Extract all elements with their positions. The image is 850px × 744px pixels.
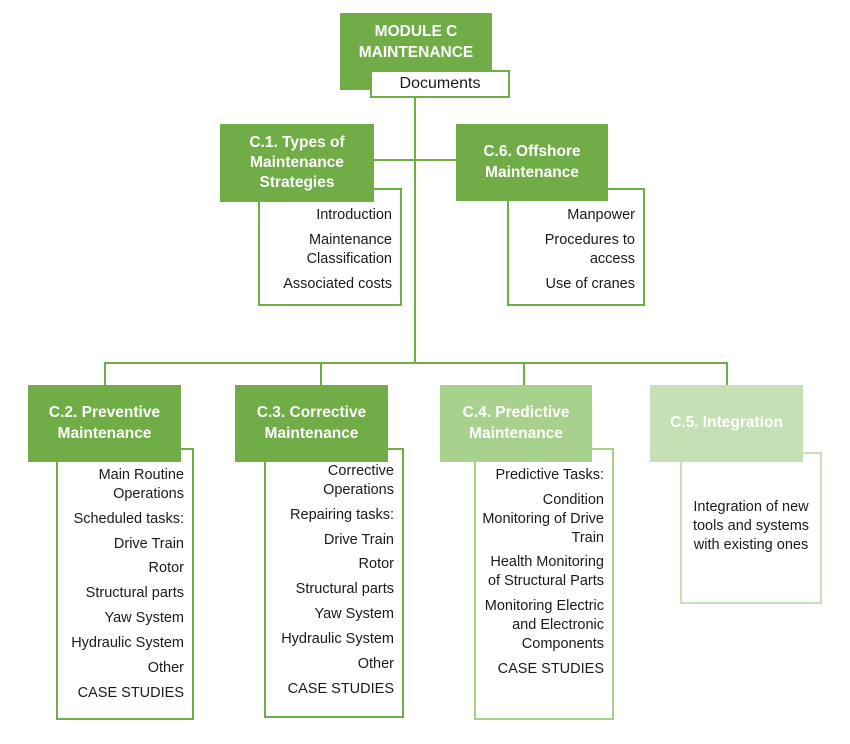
c6-title: C.6. Offshore Maintenance xyxy=(456,124,608,201)
c6-item-use-of-cranes: Use of cranes xyxy=(545,275,635,292)
c3-item-rotor: Rotor xyxy=(358,556,394,573)
c1-item-maintenance-classification: Maintenance Classification xyxy=(306,231,392,267)
c3-item-hydraulic-system: Hydraulic System xyxy=(281,630,394,647)
c2-content-box: Main Routine Operations Scheduled tasks:… xyxy=(56,448,194,720)
c4-item-health-monitoring: Health Monitoring of Structural Parts xyxy=(487,554,604,590)
c2-item-scheduled-tasks: Scheduled tasks: xyxy=(73,510,184,527)
c2-item-hydraulic-system: Hydraulic System xyxy=(71,634,184,651)
c3-item-case-studies: CASE STUDIES xyxy=(287,680,394,697)
c3-item-drive-train: Drive Train xyxy=(323,531,394,548)
connector-c3 xyxy=(320,362,322,386)
c6-content-box: Manpower Procedures to access Use of cra… xyxy=(507,188,645,306)
c4-item-monitoring-electric: Monitoring Electric and Electronic Compo… xyxy=(484,598,604,652)
c1-content-box: Introduction Maintenance Classification … xyxy=(258,188,402,306)
c2-item-case-studies: CASE STUDIES xyxy=(77,684,184,701)
c2-item-rotor: Rotor xyxy=(148,560,184,577)
c1-item-associated-costs: Associated costs xyxy=(283,275,392,292)
c2-title: C.2. Preventive Maintenance xyxy=(28,385,181,462)
c6-item-procedures-to-access: Procedures to access xyxy=(544,231,635,267)
connector-c4 xyxy=(523,362,525,386)
c4-item-predictive-tasks: Predictive Tasks: xyxy=(495,467,604,483)
c4-content-box: Predictive Tasks: Condition Monitoring o… xyxy=(474,448,614,720)
c3-item-yaw-system: Yaw System xyxy=(314,606,394,623)
c4-item-condition-monitoring: Condition Monitoring of Drive Train xyxy=(482,491,604,546)
c5-item-integration: Integration of new tools and systems wit… xyxy=(692,499,810,553)
c3-item-structural-parts: Structural parts xyxy=(295,581,394,598)
c1-title: C.1. Types of Maintenance Strategies xyxy=(220,124,374,202)
c3-content-box: Corrective Operations Repairing tasks: D… xyxy=(264,448,404,718)
c3-item-corrective-operations: Corrective Operations xyxy=(323,463,394,498)
documents-label: Documents xyxy=(370,70,510,98)
c2-item-structural-parts: Structural parts xyxy=(85,585,184,602)
c2-item-drive-train: Drive Train xyxy=(113,535,184,552)
c5-content-box: Integration of new tools and systems wit… xyxy=(680,452,822,604)
c6-item-manpower: Manpower xyxy=(567,207,635,223)
c4-title: C.4. Predictive Maintenance xyxy=(440,385,592,462)
c2-item-yaw-system: Yaw System xyxy=(104,610,184,627)
connector-upper-branch xyxy=(374,159,456,161)
connector-c2 xyxy=(104,362,106,386)
connector-c5 xyxy=(726,362,728,386)
c2-item-other: Other xyxy=(147,659,184,676)
c2-item-main-routine-operations: Main Routine Operations xyxy=(98,467,184,502)
c3-item-repairing-tasks: Repairing tasks: xyxy=(290,506,394,523)
c5-title: C.5. Integration xyxy=(650,385,803,462)
c4-item-case-studies: CASE STUDIES xyxy=(497,660,604,677)
connector-trunk xyxy=(414,96,416,364)
connector-lower-bus xyxy=(104,362,728,364)
c3-title: C.3. Corrective Maintenance xyxy=(235,385,388,462)
c3-item-other: Other xyxy=(357,655,394,672)
c1-item-introduction: Introduction xyxy=(316,207,392,223)
